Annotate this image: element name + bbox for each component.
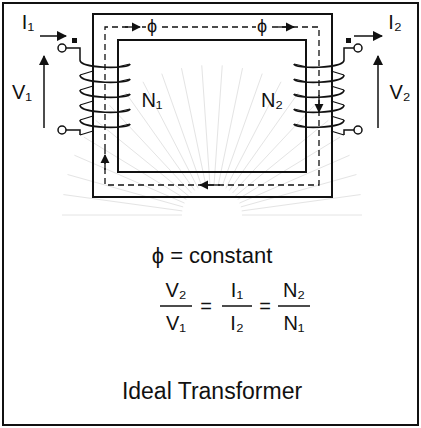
- watermark-ray: [214, 65, 222, 185]
- equation-term: V₂: [164, 279, 187, 301]
- winding-back: [294, 79, 344, 90]
- winding-back: [80, 79, 130, 90]
- watermark-ray: [181, 68, 205, 185]
- lead-wire: [344, 48, 354, 60]
- watermark-ray: [218, 68, 242, 185]
- equation-term: N₂: [282, 279, 306, 301]
- fraction-bar: [160, 305, 192, 307]
- lead-wire: [66, 48, 80, 60]
- equation-term: N₁: [282, 312, 305, 334]
- current-arrow: [354, 35, 382, 37]
- fraction-bar: [222, 305, 252, 307]
- fraction-bar: [278, 305, 310, 307]
- watermark-ray: [202, 65, 210, 185]
- winding-back: [294, 94, 344, 105]
- watermark-ray: [232, 105, 314, 193]
- watermark-ray: [162, 74, 202, 187]
- voltage-label: V₁: [11, 81, 33, 103]
- windings: [80, 60, 344, 135]
- current-label: I₂: [387, 11, 402, 33]
- turns-label: N₁: [140, 89, 163, 111]
- watermark-ray: [68, 175, 184, 207]
- winding-back: [294, 64, 344, 75]
- flux-arrow: [104, 155, 105, 170]
- equation-sign: =: [258, 295, 272, 317]
- terminal: [58, 126, 66, 134]
- winding-back: [80, 64, 130, 75]
- voltage-label: V₂: [388, 81, 411, 103]
- winding-back: [80, 124, 130, 135]
- watermark: [62, 65, 362, 215]
- lead-wire: [344, 130, 354, 135]
- terminal: [354, 44, 362, 52]
- current-label: I₁: [21, 11, 35, 33]
- polarity-dot: [72, 38, 77, 43]
- flux-label: ϕ: [256, 17, 268, 37]
- flux-arrow: [278, 26, 294, 27]
- lead-wire: [66, 130, 80, 135]
- flux-arrow: [125, 26, 140, 27]
- flux-note: ϕ = constant: [151, 244, 274, 268]
- voltage-arrow: [43, 56, 45, 128]
- equation-term: V₁: [165, 312, 187, 334]
- watermark-ray: [110, 105, 192, 193]
- current-arrow: [40, 35, 66, 37]
- core-window: [118, 40, 306, 172]
- watermark-ray: [241, 175, 357, 207]
- watermark-ray: [84, 137, 187, 199]
- outer-frame: [3, 3, 418, 425]
- core-outer: [93, 14, 332, 197]
- flux-path: [105, 27, 319, 185]
- equation-sign: =: [199, 295, 213, 317]
- terminal: [58, 44, 66, 52]
- watermark-ray: [238, 137, 341, 199]
- caption: Ideal Transformer: [121, 379, 303, 404]
- equation-term: I₂: [229, 312, 244, 334]
- winding-back: [80, 109, 130, 120]
- turns-label: N₂: [260, 89, 284, 111]
- winding-back: [294, 109, 344, 120]
- terminal: [354, 126, 362, 134]
- flux-arrow: [200, 184, 220, 185]
- flux-label: ϕ: [146, 17, 158, 37]
- voltage-arrow: [377, 56, 379, 128]
- watermark-ray: [62, 215, 182, 216]
- winding-back: [80, 94, 130, 105]
- watermark-ray: [240, 155, 350, 203]
- polarity-dot: [346, 38, 351, 43]
- watermark-ray: [242, 215, 362, 216]
- equation-term: I₁: [230, 279, 244, 301]
- winding-back: [294, 124, 344, 135]
